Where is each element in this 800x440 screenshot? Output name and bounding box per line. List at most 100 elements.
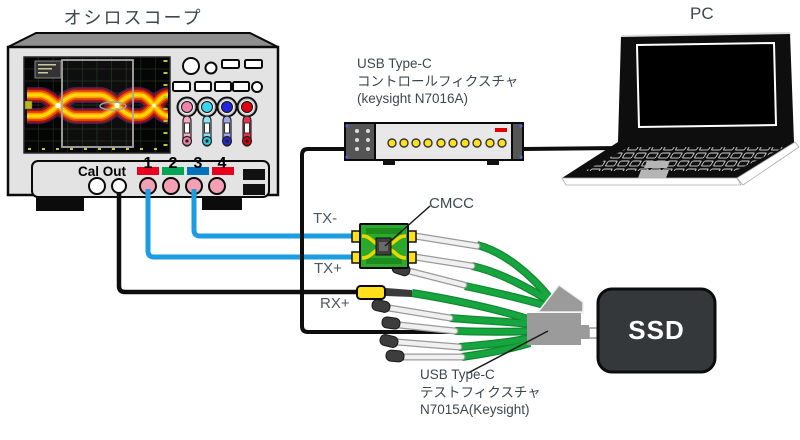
channel-knob-2[interactable] [196,96,218,147]
fixture-foot-left [383,160,395,165]
test-fixture-label-line2: テストフィクスチャ [420,384,541,400]
channel-knob-1[interactable] [176,96,198,147]
laptop-front-edge [561,177,742,186]
rx-adapter [356,285,412,300]
cal-out-connector-2[interactable] [111,178,127,194]
test-fixture-label-line3: N7015A(Keysight) [420,402,530,417]
oscilloscope-top-panel [7,32,279,48]
ssd-device [596,287,717,374]
soft-button-4[interactable] [232,81,250,92]
menu-button-1[interactable] [221,59,240,69]
test-fixture-label: USB Type-C テストフィクスチャ N7015A(Keysight) [420,366,541,419]
rx-yellow-connector [356,285,386,300]
cmcc-board [351,223,417,269]
soft-button-2[interactable] [194,81,212,92]
channel-tab-4 [212,167,234,175]
white-pigtails [371,232,481,363]
small-knob[interactable] [204,61,218,75]
channel-label-2: 2 [168,155,178,172]
channel-knob-3[interactable] [216,96,238,147]
black-cable-control-to-test-fixture [300,147,530,334]
channel-label-1: 1 [143,155,153,172]
blue-cable-ch3-tx-minus [191,189,352,239]
laptop [561,32,800,186]
soft-button-1[interactable] [172,81,191,92]
measurement-info-box [34,60,62,79]
green-cable [454,328,530,335]
channel-knob-4[interactable] [236,96,258,147]
menu-button-2[interactable] [244,59,263,69]
soft-knob[interactable] [251,81,263,93]
control-fixture-label-line1: USB Type-C [357,56,432,71]
touchpad-button[interactable] [644,161,670,168]
control-buttons [172,57,263,93]
test-fixture-label-line1: USB Type-C [420,367,495,382]
cmcc-pointer-line [384,205,431,247]
fixture-foot-right [487,160,499,165]
channel-label-3: 3 [193,155,203,172]
channel-controls [176,96,258,147]
sma-connector [371,299,391,313]
power-led [495,128,507,132]
eye-diagram [27,87,170,124]
laptop-display [635,41,778,129]
led-row [387,138,507,148]
sma-connector [379,334,399,348]
ground-marker-icon [24,100,33,110]
green-cable [461,340,531,360]
channel-connector-2[interactable] [162,177,180,195]
white-cable [406,268,467,288]
vent-dots [355,129,370,151]
green-cable [458,335,530,350]
oscilloscope-foot-left [36,195,84,211]
eye-mask-contour [99,101,127,111]
ssd-label: SSD [628,315,685,345]
control-fixture-label: USB Type-C コントロールフィクスチャ (keysight N7016A… [357,55,518,108]
rx-adapter-tip [386,288,412,297]
white-cable [396,322,458,334]
blue-cable-ch1-tx-plus [145,189,352,260]
touchpad[interactable] [638,170,669,178]
channel-tab-1 [137,167,159,175]
cal-out-connector-1[interactable] [88,177,106,195]
tx-plus-label: TX+ [314,260,342,277]
control-fixture-label-line2: コントロールフィクスチャ [357,73,519,89]
usb-control-fixture [344,122,524,165]
white-cable [412,254,475,269]
test-fixture-pointer-line [467,330,549,374]
cmcc-label: CMCC [429,195,474,212]
fixture-right-cap [511,122,524,161]
channel-connector-4[interactable] [208,177,226,195]
sma-connector [381,316,401,330]
oscilloscope [6,32,280,211]
channel-tab-2 [162,167,184,175]
pc-title: PC [690,4,714,23]
black-cable-to-pc [522,146,621,151]
oscilloscope-title: オシロスコープ [63,8,203,28]
fixture-left-cap [344,122,376,161]
x-axis-ticks [28,148,157,150]
green-cable [449,315,530,327]
control-fixture-label-line3: (keysight N7016A) [357,91,469,106]
aux-port-1 [243,169,265,180]
green-cable [476,242,552,299]
white-cable [394,339,462,350]
green-cable [471,263,555,306]
oscilloscope-screen [23,56,171,154]
white-cable [412,233,480,249]
y-axis-ticks [163,60,168,146]
oscilloscope-foot-right [202,195,242,210]
soft-button-3[interactable] [214,81,232,92]
laptop-side-edge [736,141,800,186]
black-cable-cal-out [116,193,360,295]
sma-connector [385,349,405,363]
aux-port-2 [243,184,265,195]
laptop-keyboard[interactable] [585,147,785,171]
intensity-knob[interactable] [182,57,200,75]
cal-out-label: Cal Out [78,164,127,179]
green-cable-rx-plus [411,290,529,322]
channel-tab-3 [187,167,209,175]
tx-minus-label: TX- [313,210,338,227]
